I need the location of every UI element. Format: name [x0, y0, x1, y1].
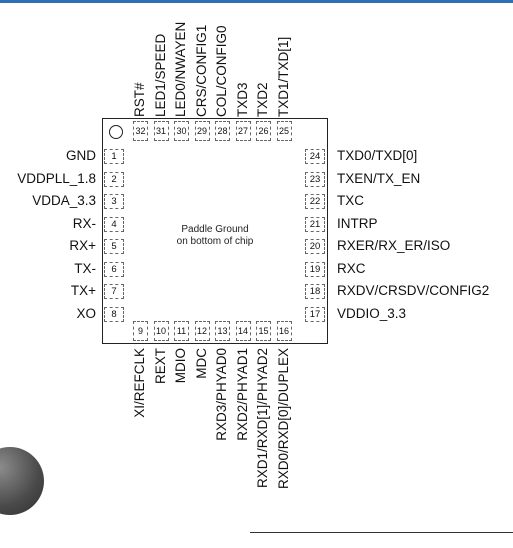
paddle-line-1: Paddle Ground — [181, 224, 249, 235]
pin-number-top: 30 — [174, 121, 189, 141]
pin-number-bottom: 14 — [235, 321, 251, 341]
pin-label-right: RXER/RX_ER/ISO — [337, 238, 451, 253]
pin-label-bottom: XI/REFCLK — [132, 348, 147, 418]
top-border-bar — [0, 0, 513, 3]
pin-number-left: 3 — [104, 194, 124, 209]
pin-number-top: 25 — [276, 121, 292, 141]
pin-number-left: 2 — [104, 171, 124, 187]
pin-number-right: 20 — [305, 239, 325, 254]
pin-number-bottom: 13 — [215, 321, 230, 341]
pin-label-left: RX+ — [69, 238, 96, 253]
pin-label-left: VDDA_3.3 — [32, 193, 96, 208]
pin-label-right: RXDV/CRSDV/CONFIG2 — [337, 283, 490, 298]
pin-label-top: TXD3 — [234, 82, 250, 117]
pin-number-left: 8 — [104, 306, 124, 322]
pin-number-bottom: 9 — [133, 321, 148, 341]
pin-label-right: INTRP — [337, 215, 378, 231]
pin-label-left: XO — [76, 305, 96, 321]
pin-number-right: 23 — [305, 171, 325, 187]
pin-label-left: TX+ — [70, 283, 96, 298]
pin-number-bottom: 11 — [174, 321, 189, 341]
pin-number-top: 28 — [215, 121, 230, 141]
pin-number-right: 17 — [305, 306, 325, 322]
pin-label-top: RST# — [132, 82, 147, 117]
pin1-indicator — [109, 125, 123, 139]
pin-number-left: 4 — [104, 216, 124, 232]
pin-number-right: 21 — [305, 216, 325, 232]
pin-label-left: TX- — [74, 260, 96, 276]
chip-package-outline — [102, 118, 328, 344]
pin-number-right: 19 — [305, 261, 325, 277]
pin-label-top: LED1/SPEED — [152, 33, 168, 117]
pin-number-right: 22 — [305, 194, 325, 209]
pin-label-top: COL/CONFIG0 — [214, 25, 229, 117]
pin-label-left: RX- — [72, 215, 96, 231]
pin-label-right: VDDIO_3.3 — [337, 305, 407, 321]
pin-number-top: 27 — [235, 121, 251, 141]
decorative-rule — [250, 532, 513, 533]
pin-label-top: TXD2 — [255, 82, 270, 117]
pin-number-top: 29 — [194, 121, 210, 141]
paddle-ground-label: Paddle Ground on bottom of chip — [150, 224, 280, 248]
pin-label-right: TXEN/TX_EN — [337, 170, 421, 186]
pin-label-bottom: RXD2/PHYAD1 — [234, 348, 250, 441]
pin-number-top: 26 — [256, 121, 271, 141]
pin-label-bottom: MDC — [193, 348, 209, 379]
pin-label-top: CRS/CONFIG1 — [193, 24, 209, 117]
pin-number-left: 1 — [104, 149, 124, 164]
pin-number-left: 5 — [104, 239, 124, 254]
pin-label-bottom: RXD3/PHYAD0 — [214, 348, 229, 441]
pin-number-left: 7 — [104, 284, 124, 299]
paddle-line-2: on bottom of chip — [176, 236, 254, 247]
pin-number-top: 31 — [153, 121, 169, 141]
pin-label-top: LED0/NWAYEN — [173, 21, 188, 117]
pin-number-left: 6 — [104, 261, 124, 277]
decorative-circle — [0, 447, 44, 515]
pin-number-right: 18 — [305, 284, 325, 299]
pin-label-bottom: REXT — [152, 348, 168, 385]
pin-label-bottom: MDIO — [173, 348, 188, 384]
pin-number-top: 32 — [133, 121, 148, 141]
pin-label-bottom: RXD1/RXD[1]/PHYAD2 — [255, 348, 270, 489]
pin-label-right: TXD0/TXD[0] — [337, 148, 418, 163]
pin-number-bottom: 12 — [194, 321, 210, 341]
pin-label-left: VDDPLL_1.8 — [17, 170, 96, 186]
pin-label-right: TXC — [337, 193, 364, 208]
pin-number-right: 24 — [305, 149, 325, 164]
pin-label-right: RXC — [337, 260, 366, 276]
pin-label-left: GND — [66, 148, 96, 163]
pin-label-top: TXD1/TXD[1] — [275, 36, 291, 117]
pin-number-bottom: 16 — [276, 321, 292, 341]
pin-label-bottom: RXD0/RXD[0]/DUPLEX — [275, 348, 291, 490]
pin-number-bottom: 10 — [153, 321, 169, 341]
pin-number-bottom: 15 — [256, 321, 271, 341]
